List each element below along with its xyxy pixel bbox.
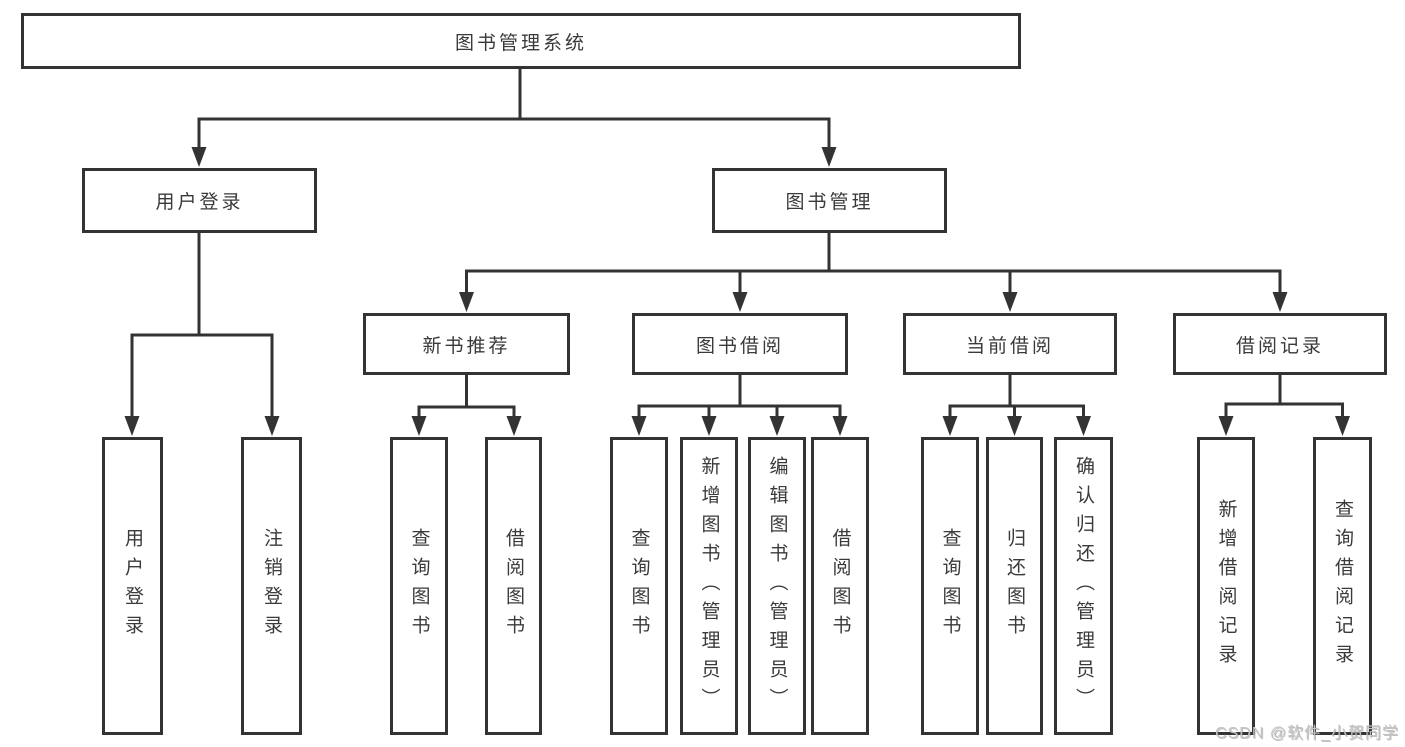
leaf-bb-query-book: 查询图书 — [610, 437, 668, 735]
leaf-bb-edit-book-admin: 编辑图书（管理员） — [748, 437, 806, 735]
node-label: 图书借阅 — [695, 335, 784, 357]
node-label: 查询图书 — [408, 528, 430, 644]
node-label: 归还图书 — [1004, 528, 1025, 644]
node-label: 编辑图书（管理员） — [766, 455, 788, 717]
leaf-rec-borrow-book: 借阅图书 — [485, 437, 542, 735]
node-borrow-records: 借阅记录 — [1173, 313, 1387, 375]
leaf-br-add-record: 新增借阅记录 — [1197, 437, 1255, 735]
leaf-bb-add-book-admin: 新增图书（管理员） — [680, 437, 738, 735]
leaf-bb-borrow-book: 借阅图书 — [811, 437, 869, 735]
node-label: 借阅记录 — [1235, 335, 1324, 357]
arrowheads — [124, 147, 1350, 436]
node-label: 图书管理系统 — [454, 32, 587, 54]
node-user-login: 用户登录 — [82, 168, 317, 233]
node-library-management-system: 图书管理系统 — [21, 13, 1021, 69]
node-label: 用户登录 — [155, 192, 244, 213]
node-current-borrowing: 当前借阅 — [903, 313, 1117, 375]
node-label: 借阅图书 — [829, 528, 851, 644]
node-label: 图书管理 — [785, 192, 874, 213]
node-label: 查询图书 — [628, 528, 650, 644]
node-new-book-recommend: 新书推荐 — [363, 313, 570, 375]
node-label: 查询借阅记录 — [1332, 499, 1353, 673]
node-label: 当前借阅 — [965, 335, 1054, 357]
leaf-br-query-record: 查询借阅记录 — [1313, 437, 1372, 735]
leaf-user-login: 用户登录 — [102, 437, 163, 735]
node-label: 用户登录 — [122, 528, 143, 644]
leaf-cb-query-book: 查询图书 — [921, 437, 979, 735]
node-label: 新增借阅记录 — [1215, 499, 1237, 673]
node-label: 新增图书（管理员） — [698, 455, 720, 717]
node-book-management: 图书管理 — [712, 168, 947, 233]
node-label: 注销登录 — [261, 528, 282, 644]
node-label: 新书推荐 — [422, 335, 511, 357]
leaf-rec-query-book: 查询图书 — [390, 437, 448, 735]
csdn-watermark: CSDN @软件_小贺同学 — [1215, 725, 1399, 742]
node-label: 确认归还（管理员） — [1073, 455, 1094, 717]
node-label: 借阅图书 — [503, 528, 524, 644]
leaf-cb-confirm-return-admin: 确认归还（管理员） — [1054, 437, 1113, 735]
leaf-cb-return-book: 归还图书 — [986, 437, 1043, 735]
node-book-borrowing: 图书借阅 — [632, 313, 848, 375]
node-label: 查询图书 — [939, 528, 961, 644]
leaf-logout: 注销登录 — [241, 437, 302, 735]
